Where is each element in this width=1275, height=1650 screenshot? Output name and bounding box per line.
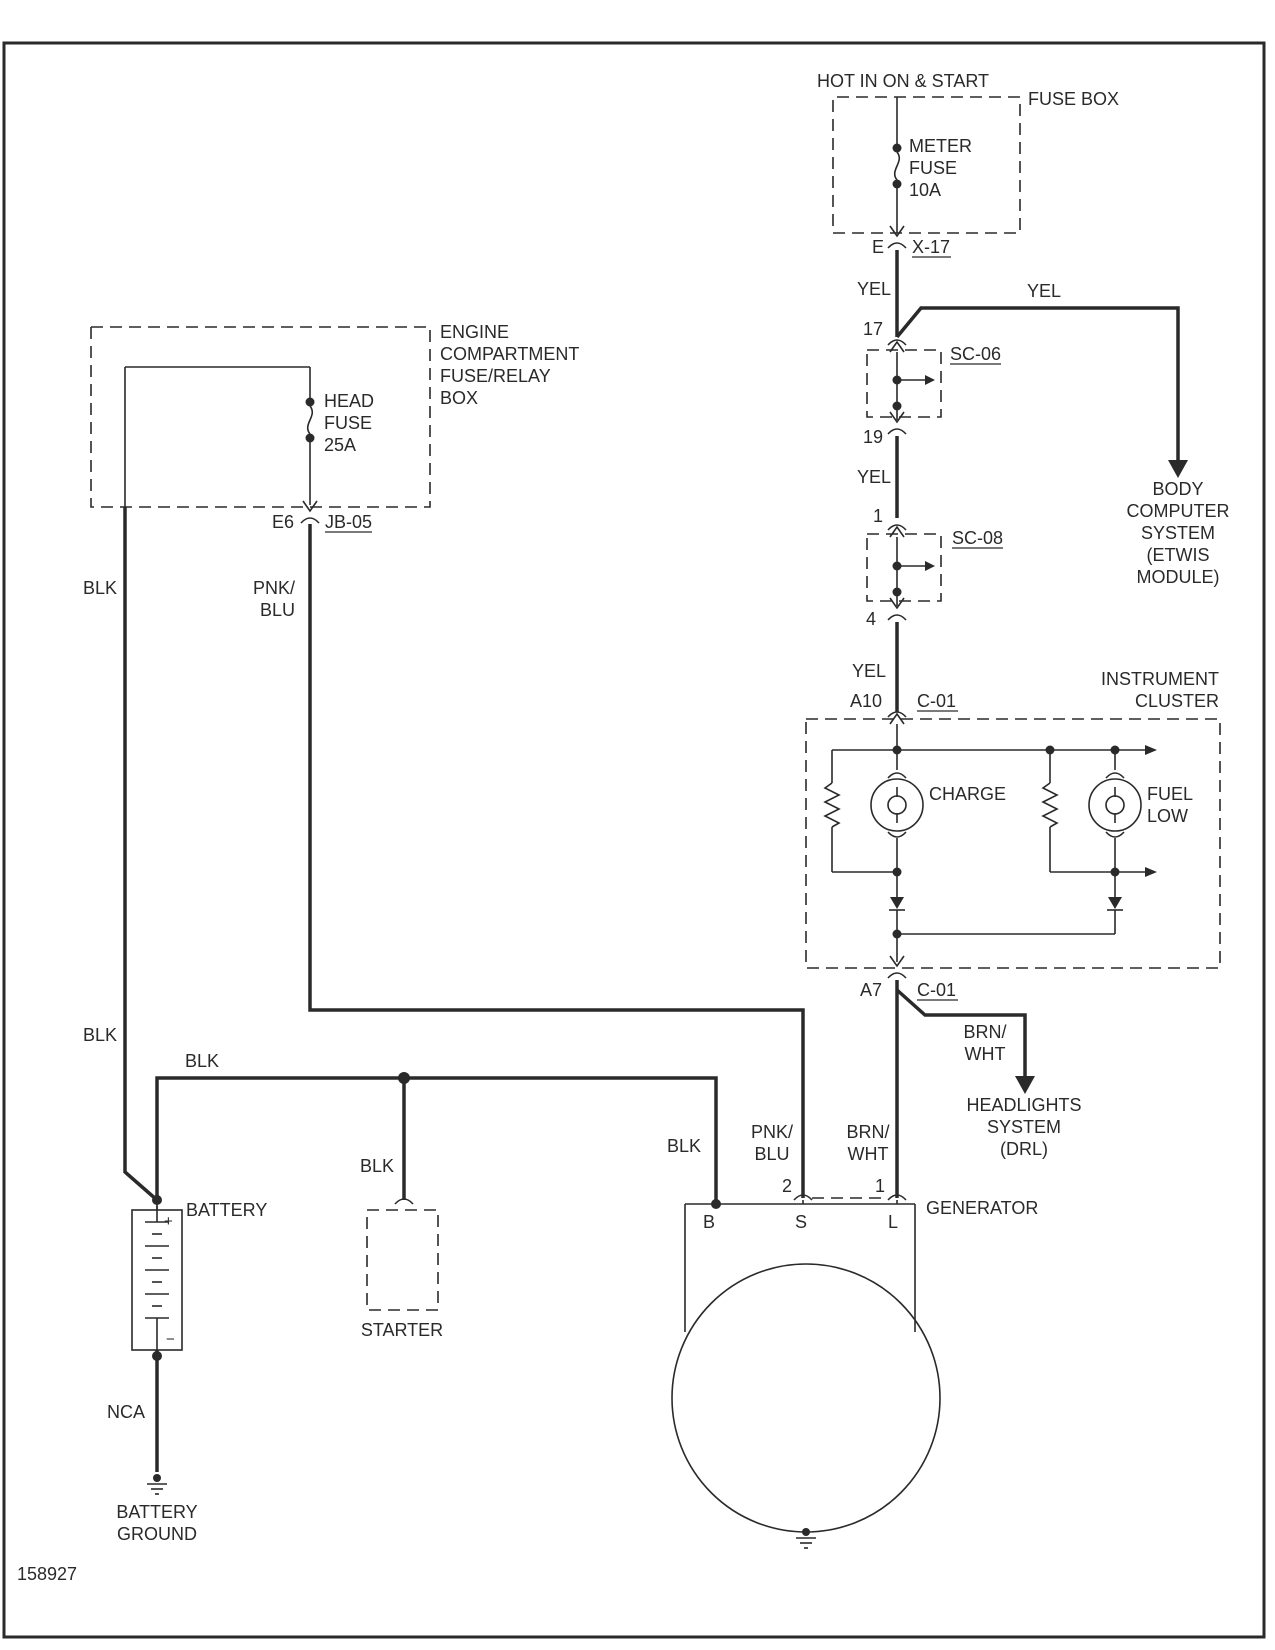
engine-box-title-line2: COMPARTMENT: [440, 344, 579, 364]
generator-terminal-s: S: [795, 1212, 807, 1232]
wire-blk-starter: BLK: [360, 1156, 394, 1176]
wire-pnk-blu-generator-line1: PNK/: [751, 1122, 793, 1142]
battery-minus-sign: −: [166, 1331, 175, 1348]
starter: STARTER: [361, 1198, 443, 1340]
wire-pnk-blu-generator-line2: BLU: [754, 1144, 789, 1164]
fuse-box: HOT IN ON & START FUSE BOX METER FUSE 10…: [817, 71, 1119, 258]
figure-id: 158927: [17, 1564, 77, 1584]
engine-compartment-fuse-relay-box: ENGINE COMPARTMENT FUSE/RELAY BOX HEAD F…: [90, 322, 579, 533]
generator-terminal-b: B: [703, 1212, 715, 1232]
body-computer-line5: MODULE): [1136, 567, 1219, 587]
wire-blk-generator: BLK: [667, 1136, 701, 1156]
head-fuse-rating: 25A: [324, 435, 356, 455]
diagram-border: [2, 41, 1266, 1639]
generator-pin-1: 1: [875, 1176, 885, 1196]
headlights-line3: (DRL): [1000, 1139, 1048, 1159]
engine-box-title-line4: BOX: [440, 388, 478, 408]
wire-yel-sc06-sc08: YEL: [857, 467, 891, 487]
lamp-fuel-label-line1: FUEL: [1147, 784, 1193, 804]
fuse-box-title: FUSE BOX: [1028, 89, 1119, 109]
generator: 2 1 B S L GENERATOR: [671, 1176, 1038, 1533]
meter-fuse-rating: 10A: [909, 180, 941, 200]
sc08-label: SC-08: [952, 528, 1003, 548]
battery-ground-line2: GROUND: [117, 1524, 197, 1544]
wire-yel-sc08-cluster: YEL: [852, 661, 886, 681]
cluster-title-line1: INSTRUMENT: [1101, 669, 1219, 689]
connector-jb05-label: JB-05: [325, 512, 372, 532]
sc06-label: SC-06: [950, 344, 1001, 364]
splice-sc08: 1 SC-08 4: [866, 506, 1003, 629]
battery-ground-icon: [147, 1474, 167, 1495]
wire-blk-engine-box-lower: BLK: [83, 1025, 117, 1045]
instrument-cluster: INSTRUMENT CLUSTER A10 C-01 CHARGE: [805, 669, 1221, 1001]
body-computer-line4: (ETWIS: [1147, 545, 1210, 565]
wire-brn-wht-generator-line2: WHT: [848, 1144, 889, 1164]
wire-yel-fusebox: YEL: [857, 279, 891, 299]
body-computer-destination: BODY COMPUTER SYSTEM (ETWIS MODULE): [1127, 479, 1230, 587]
battery: + − BATTERY: [131, 1195, 267, 1351]
wire-brn-wht-generator-line1: BRN/: [846, 1122, 889, 1142]
engine-box-pin-e6: E6: [272, 512, 294, 532]
wire-brn-wht-headlights-line1: BRN/: [963, 1022, 1006, 1042]
generator-pin-2: 2: [782, 1176, 792, 1196]
arrow-to-headlights: [1015, 1076, 1035, 1094]
battery-ground-line1: BATTERY: [116, 1502, 197, 1522]
lamp-charge-label: CHARGE: [929, 784, 1006, 804]
wire-blk-bus: BLK: [185, 1051, 219, 1071]
sc06-pin-out: 19: [863, 427, 883, 447]
splice-sc06: 17 SC-06 19: [863, 319, 1001, 447]
cluster-connector-c01-top: C-01: [917, 691, 956, 711]
cluster-pin-a10: A10: [850, 691, 882, 711]
wire-brn-wht-headlights-line2: WHT: [965, 1044, 1006, 1064]
body-computer-line2: COMPUTER: [1127, 501, 1230, 521]
sc06-pin-in: 17: [863, 319, 883, 339]
generator-ground-icon: [796, 1528, 816, 1549]
body-computer-line1: BODY: [1152, 479, 1203, 499]
wire-nca: NCA: [107, 1402, 145, 1422]
engine-box-title-line3: FUSE/RELAY: [440, 366, 551, 386]
meter-fuse-label-line2: FUSE: [909, 158, 957, 178]
head-fuse-label-line1: HEAD: [324, 391, 374, 411]
head-fuse-label-line2: FUSE: [324, 413, 372, 433]
cluster-pin-a7: A7: [860, 980, 882, 1000]
sc08-pin-out: 4: [866, 609, 876, 629]
fuse-box-supply-label: HOT IN ON & START: [817, 71, 989, 91]
wire-blk-engine-box-upper: BLK: [83, 578, 117, 598]
wire-pnk-blu-top-line1: PNK/: [253, 578, 295, 598]
starter-label: STARTER: [361, 1320, 443, 1340]
sc08-pin-in: 1: [873, 506, 883, 526]
engine-box-title-line1: ENGINE: [440, 322, 509, 342]
fuse-box-pin-e: E: [872, 237, 884, 257]
wire-yel-body-computer: YEL: [1027, 281, 1061, 301]
headlights-line2: SYSTEM: [987, 1117, 1061, 1137]
headlights-destination: HEADLIGHTS SYSTEM (DRL): [966, 1095, 1081, 1159]
cluster-title-line2: CLUSTER: [1135, 691, 1219, 711]
lamp-fuel-label-line2: LOW: [1147, 806, 1188, 826]
wire-pnk-blu-top-line2: BLU: [260, 600, 295, 620]
body-computer-line3: SYSTEM: [1141, 523, 1215, 543]
meter-fuse-label-line1: METER: [909, 136, 972, 156]
cluster-connector-c01-bottom: C-01: [917, 980, 956, 1000]
connector-x17-label: X-17: [912, 237, 950, 257]
generator-terminal-l: L: [888, 1212, 898, 1232]
generator-label: GENERATOR: [926, 1198, 1038, 1218]
battery-label: BATTERY: [186, 1200, 267, 1220]
headlights-line1: HEADLIGHTS: [966, 1095, 1081, 1115]
arrow-to-body-computer: [1168, 460, 1188, 478]
